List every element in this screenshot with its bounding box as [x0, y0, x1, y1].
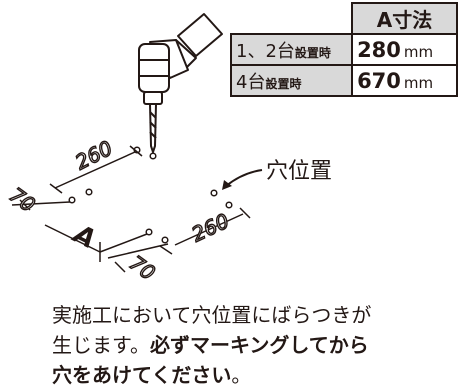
- hole-position-label: 穴位置: [266, 159, 332, 184]
- table-header-row: A寸法: [231, 2, 458, 35]
- hole-marker: [161, 236, 169, 244]
- note-line-1: 実施工において穴位置にばらつきが: [52, 303, 372, 327]
- dim-top-label: 260: [71, 136, 116, 175]
- note-line-2: 生じます。必ずマーキングしてから: [52, 330, 452, 360]
- row-label-small: 設置時: [294, 45, 331, 60]
- dim-right-label: 260: [188, 209, 233, 247]
- dim-left-label: 70: [5, 183, 40, 217]
- note-line-2-bold: 必ずマーキングしてから: [150, 333, 369, 357]
- table-header-a-dimension: A寸法: [351, 2, 458, 35]
- caution-note: 実施工において穴位置にばらつきが 生じます。必ずマーキングしてから 穴をあけてく…: [52, 300, 452, 390]
- hole-marker: [210, 189, 218, 197]
- row-value-unit: mm: [403, 42, 434, 61]
- hole-marker: [225, 201, 233, 209]
- drill-icon: [138, 13, 223, 153]
- row-value-number: 280: [357, 37, 401, 62]
- hole-marker: [68, 196, 76, 204]
- note-line-3-bold: 穴をあけてください: [52, 363, 232, 387]
- hole-marker: [85, 188, 93, 196]
- row-label-main: 4台: [236, 71, 266, 93]
- row-label-small: 設置時: [265, 76, 302, 91]
- row-value-number: 670: [357, 68, 401, 93]
- dimension-lines: [11, 145, 251, 273]
- hole-marker: [145, 228, 153, 236]
- row-value-unit: mm: [403, 73, 434, 92]
- hole-markers: [68, 146, 233, 244]
- note-line-3: 穴をあけてください。: [52, 360, 452, 390]
- note-line-3-end: 。: [231, 363, 252, 387]
- row-label: 4台設置時: [229, 64, 354, 97]
- dim-bottom-label: 70: [125, 251, 160, 285]
- hole-marker: [149, 152, 157, 160]
- note-line-2-normal: 生じます。: [52, 333, 150, 357]
- hole-pointer-arrow: [222, 169, 263, 190]
- row-label: 1、2台設置時: [229, 33, 354, 66]
- drilling-diagram: 260 70 A 260 70 穴位置: [4, 13, 332, 286]
- row-label-main: 1、2台: [236, 40, 295, 62]
- table-header-blank: [231, 3, 354, 35]
